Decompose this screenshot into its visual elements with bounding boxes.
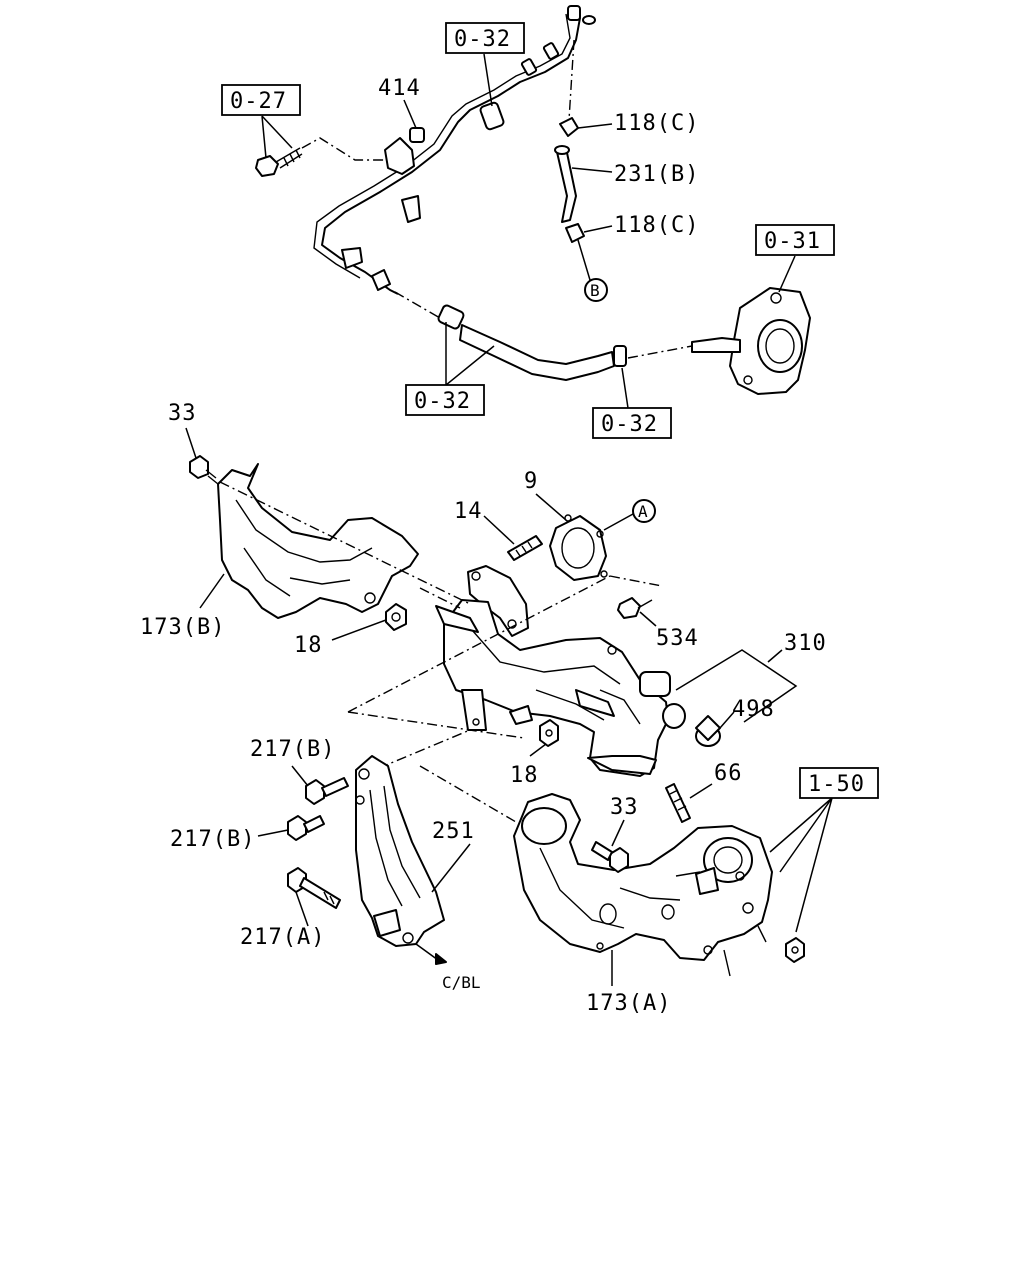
bolt-33-upper (189, 455, 219, 485)
callout-118c-upper: 118(C) (614, 111, 699, 136)
callout-cbl: C/BL (442, 973, 481, 992)
coolant-pipe-assembly (255, 5, 811, 395)
callout-14: 14 (454, 499, 483, 524)
nut-18-upper (385, 603, 407, 631)
ref-box-1-50 (799, 767, 879, 799)
bolt-217b-upper (305, 777, 349, 805)
callout-173a: 173(A) (586, 991, 671, 1016)
callout-18-upper: 18 (294, 633, 323, 658)
callout-173b: 173(B) (140, 615, 225, 640)
ref-box-0-32-mid-right (592, 407, 672, 439)
callout-217b-upper: 217(B) (250, 737, 335, 762)
water-outlet-310 (435, 565, 686, 777)
stud-66 (665, 783, 691, 823)
circle-b-marker (584, 278, 608, 302)
nut-1-50 (785, 937, 805, 963)
callout-310: 310 (784, 631, 827, 656)
bolt-217b-lower (287, 815, 325, 841)
callout-66: 66 (714, 761, 743, 786)
ref-0-32-top: 0-32 (454, 27, 511, 52)
ref-box-0-31 (755, 224, 835, 256)
bolt-33-lower (591, 841, 629, 873)
callout-414: 414 (378, 76, 421, 101)
ref-box-0-32-top (445, 22, 525, 54)
callout-231b: 231(B) (614, 162, 699, 187)
ref-0-32-mid-right: 0-32 (601, 412, 658, 437)
callout-33-lower: 33 (610, 795, 639, 820)
heat-shield-173b (217, 463, 419, 619)
stud-14 (507, 535, 543, 561)
callout-217a: 217(A) (240, 925, 325, 950)
callout-217b-lower: 217(B) (170, 827, 255, 852)
callout-498: 498 (732, 697, 775, 722)
cap-498 (695, 715, 721, 747)
callout-33-upper: 33 (168, 401, 197, 426)
ref-0-32-mid-left: 0-32 (414, 389, 471, 414)
ref-0-27: 0-27 (230, 89, 287, 114)
callout-251: 251 (432, 819, 475, 844)
exhaust-manifold-173a (513, 793, 773, 977)
callout-118c-lower: 118(C) (614, 213, 699, 238)
callout-534: 534 (656, 626, 699, 651)
callout-18-lower: 18 (510, 763, 539, 788)
gasket-9 (549, 514, 608, 581)
nut-18-lower (539, 719, 559, 747)
callout-9: 9 (524, 469, 538, 494)
bolt-0-27 (255, 147, 303, 177)
ref-box-0-32-mid-left (405, 384, 485, 416)
ref-1-50: 1-50 (808, 772, 865, 797)
circle-a-marker (632, 499, 656, 523)
bolt-534 (617, 597, 653, 619)
bracket-251 (355, 755, 445, 947)
ref-box-0-27 (221, 84, 301, 116)
thermostat-housing (691, 287, 811, 395)
callout-circle-b: B (590, 281, 600, 300)
callout-circle-a: A (638, 502, 648, 521)
ref-0-31: 0-31 (764, 229, 821, 254)
bolt-217a (287, 867, 341, 909)
